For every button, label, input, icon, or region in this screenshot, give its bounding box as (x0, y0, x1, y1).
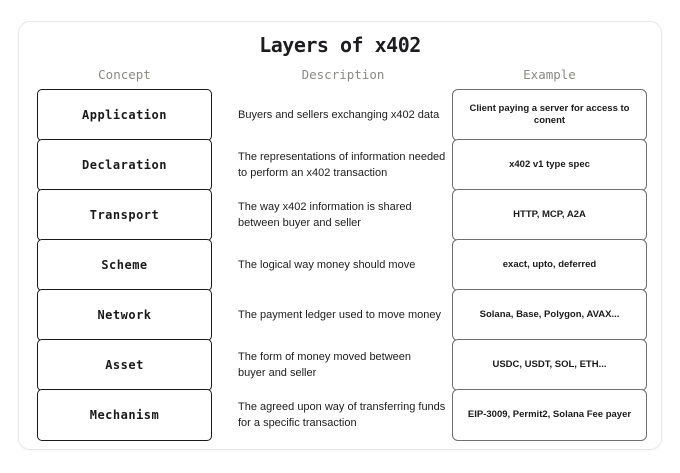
example-box-declaration: x402 v1 type spec (452, 139, 647, 191)
layer-row-network: Network The payment ledger used to move … (19, 289, 661, 341)
example-box-transport: HTTP, MCP, A2A (452, 189, 647, 241)
layer-description: The form of money moved between buyer an… (238, 351, 412, 379)
example-box-network: Solana, Base, Polygon, AVAX... (452, 289, 647, 341)
diagram-card: Layers of x402 Concept Description Examp… (18, 21, 662, 450)
concept-box-scheme: Scheme (37, 239, 212, 291)
concept-box-network: Network (37, 289, 212, 341)
concept-label: Mechanism (89, 408, 160, 422)
example-label: Client paying a server for access to con… (469, 103, 630, 126)
concept-box-declaration: Declaration (37, 139, 212, 191)
example-label: HTTP, MCP, A2A (513, 209, 586, 220)
concept-label: Asset (105, 358, 144, 372)
page-title: Layers of x402 (259, 33, 421, 57)
layer-row-declaration: Declaration The representations of infor… (19, 139, 661, 191)
example-label: exact, upto, deferred (502, 259, 597, 270)
concept-label: Network (97, 308, 152, 322)
example-label: USDC, USDT, SOL, ETH... (492, 359, 607, 370)
example-box-application: Client paying a server for access to con… (452, 89, 647, 141)
layer-description: The representations of information neede… (238, 151, 446, 179)
example-label: x402 v1 type spec (509, 159, 590, 170)
layer-row-scheme: Scheme The logical way money should move… (19, 239, 661, 291)
layer-row-application: Application Buyers and sellers exchangin… (19, 89, 661, 141)
concept-box-transport: Transport (37, 189, 212, 241)
column-header-example: Example (523, 67, 576, 82)
example-label: EIP-3009, Permit2, Solana Fee payer (467, 409, 632, 420)
layer-row-asset: Asset The form of money moved between bu… (19, 339, 661, 391)
column-header-description: Description (301, 67, 385, 82)
concept-box-mechanism: Mechanism (37, 389, 212, 441)
layer-description: Buyers and sellers exchanging x402 data (238, 109, 440, 121)
layer-description: The way x402 information is shared betwe… (238, 201, 412, 229)
example-box-asset: USDC, USDT, SOL, ETH... (452, 339, 647, 391)
layer-row-mechanism: Mechanism The agreed upon way of transfe… (19, 389, 661, 441)
concept-label: Application (82, 108, 167, 122)
example-box-mechanism: EIP-3009, Permit2, Solana Fee payer (452, 389, 647, 441)
column-header-concept: Concept (98, 67, 151, 82)
concept-label: Transport (89, 208, 160, 222)
layer-description: The logical way money should move (238, 259, 416, 271)
concept-box-application: Application (37, 89, 212, 141)
example-label: Solana, Base, Polygon, AVAX... (479, 309, 620, 320)
layer-rows: Application Buyers and sellers exchangin… (19, 89, 661, 441)
layer-row-transport: Transport The way x402 information is sh… (19, 189, 661, 241)
example-box-scheme: exact, upto, deferred (452, 239, 647, 291)
concept-label: Scheme (101, 258, 148, 272)
column-headers: Concept Description Example (19, 67, 661, 82)
layer-description: The payment ledger used to move money (238, 309, 442, 321)
layer-description: The agreed upon way of transferring fund… (238, 401, 446, 429)
concept-label: Declaration (82, 158, 167, 172)
concept-box-asset: Asset (37, 339, 212, 391)
